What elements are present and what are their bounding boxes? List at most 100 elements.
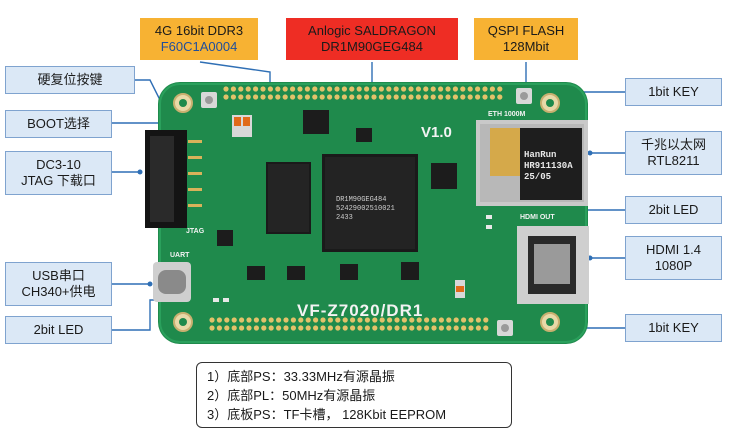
top-header <box>223 86 503 100</box>
header-pin <box>460 86 466 92</box>
header-pin <box>349 94 355 100</box>
header-pin <box>401 317 407 323</box>
callout-text: 硬复位按键 <box>37 72 103 87</box>
header-pin <box>460 94 466 100</box>
header-pin <box>446 325 452 331</box>
callout-text: Anlogic SALDRAGON <box>308 23 436 38</box>
header-pin <box>341 94 347 100</box>
bottom-header <box>209 317 489 331</box>
header-pin <box>424 317 430 323</box>
callout-text: DR1M90GEG484 <box>321 39 423 54</box>
header-pin <box>231 325 237 331</box>
header-pin <box>261 317 267 323</box>
hdmi-silk: HDMI OUT <box>520 214 555 221</box>
header-pin <box>468 317 474 323</box>
header-pin <box>267 94 273 100</box>
eth-silk: ETH 1000M <box>488 111 526 118</box>
header-pin <box>276 317 282 323</box>
header-pin <box>461 317 467 323</box>
header-pin <box>320 317 326 323</box>
callout-text: BOOT选择 <box>27 116 90 131</box>
header-pin <box>238 94 244 100</box>
callout-text: RTL8211 <box>647 153 700 168</box>
header-pin <box>357 317 363 323</box>
note-line: 1）底部PS：33.33MHz有源晶振 <box>207 369 395 384</box>
callout-key-top: 1bit KEY <box>625 78 722 106</box>
header-pin <box>445 86 451 92</box>
header-pin <box>415 94 421 100</box>
callout-text: QSPI FLASH <box>487 23 565 38</box>
header-pin <box>482 94 488 100</box>
header-pin <box>482 86 488 92</box>
header-pin <box>216 317 222 323</box>
header-pin <box>371 86 377 92</box>
header-pin <box>489 86 495 92</box>
callout-text: 4G 16bit DDR3 <box>154 23 244 38</box>
eth-chip-marking: HanRun HR911130A 25/05 <box>524 150 573 183</box>
header-pin <box>313 325 319 331</box>
header-pin <box>401 94 407 100</box>
header-pin <box>364 94 370 100</box>
header-pin <box>260 86 266 92</box>
header-pin <box>408 94 414 100</box>
header-pin <box>423 94 429 100</box>
header-pin <box>283 325 289 331</box>
callout-text: 1bit KEY <box>648 84 699 99</box>
header-pin <box>224 325 230 331</box>
callout-text: HDMI 1.4 <box>646 242 701 257</box>
header-pin <box>364 86 370 92</box>
header-pin <box>283 317 289 323</box>
callout-text: F60C1A0004 <box>160 39 238 54</box>
header-pin <box>239 325 245 331</box>
header-pin <box>327 94 333 100</box>
callout-reset-key: 硬复位按键 <box>5 66 135 94</box>
header-pin <box>497 86 503 92</box>
note-line: 3）底板PS：TF卡槽， 128Kbit EEPROM <box>207 407 447 422</box>
callout-flash: QSPI FLASH 128Mbit <box>474 18 578 60</box>
fpga-marking-line: 52429002510021 <box>336 205 395 213</box>
header-pin <box>401 325 407 331</box>
header-pin <box>415 86 421 92</box>
callout-usb-uart: USB串口 CH340+供电 <box>5 262 112 306</box>
header-pin <box>282 94 288 100</box>
header-pin <box>246 317 252 323</box>
header-pin <box>253 86 259 92</box>
callout-key-bottom: 1bit KEY <box>625 314 722 342</box>
header-pin <box>378 86 384 92</box>
callout-fpga: Anlogic SALDRAGON DR1M90GEG484 <box>286 18 458 60</box>
header-pin <box>341 86 347 92</box>
header-pin <box>356 86 362 92</box>
header-pin <box>216 325 222 331</box>
header-pin <box>319 94 325 100</box>
fpga-marking-line: DR1M90GEG484 <box>336 196 387 204</box>
callout-text: 千兆以太网 <box>640 137 706 152</box>
header-pin <box>335 317 341 323</box>
header-pin <box>393 86 399 92</box>
header-pin <box>276 325 282 331</box>
header-pin <box>230 86 236 92</box>
flash-chip <box>303 110 329 134</box>
header-pin <box>483 317 489 323</box>
eth-marking-line: HR911130A <box>524 161 573 171</box>
callout-text: USB串口 <box>32 268 85 283</box>
header-pin <box>453 317 459 323</box>
header-pin <box>461 325 467 331</box>
header-pin <box>304 94 310 100</box>
header-pin <box>379 317 385 323</box>
header-pin <box>452 94 458 100</box>
header-pin <box>245 86 251 92</box>
eth-marking-line: 25/05 <box>524 172 552 182</box>
callout-text: CH340+供电 <box>21 284 96 299</box>
header-pin <box>209 317 215 323</box>
header-pin <box>327 325 333 331</box>
header-pin <box>209 325 215 331</box>
header-pin <box>438 94 444 100</box>
notes-box: 1）底部PS：33.33MHz有源晶振 2）底部PL：50MHz有源晶振 3）底… <box>196 362 512 428</box>
header-pin <box>230 94 236 100</box>
header-pin <box>438 325 444 331</box>
header-pin <box>431 317 437 323</box>
header-pin <box>290 325 296 331</box>
callout-hdmi: HDMI 1.4 1080P <box>625 236 722 280</box>
header-pin <box>475 317 481 323</box>
note-line: 2）底部PL：50MHz有源晶振 <box>207 388 376 403</box>
